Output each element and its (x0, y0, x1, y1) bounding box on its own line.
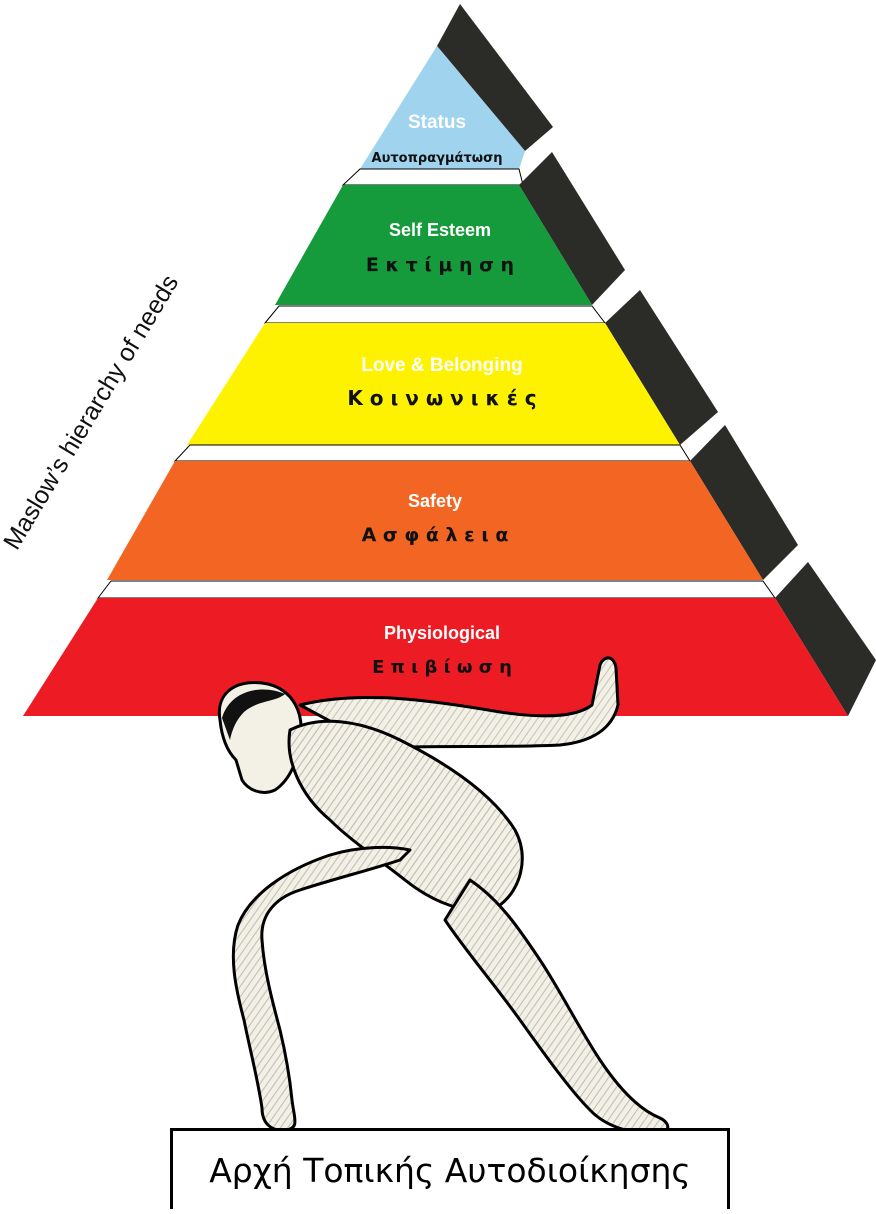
status-front-face (360, 46, 525, 169)
safety-top-strip (173, 444, 691, 462)
safety-front-face (107, 461, 763, 580)
physiological-side-face (775, 562, 876, 716)
footer-title: Αρχή Τοπικής Αυτοδιοίκησης (209, 1150, 691, 1190)
love-belonging-subtitle: Κ ο ι ν ω ν ι κ έ ς (347, 386, 536, 410)
status-side-face (437, 4, 553, 151)
love-belonging-side-face (605, 290, 718, 445)
self-esteem-title: Self Esteem (389, 220, 491, 240)
self-esteem-top-strip (341, 168, 524, 186)
status-title: Status (408, 112, 466, 133)
level-physiological: Physiological Ε π ι β ί ω σ η (23, 562, 876, 716)
self-esteem-side-face (519, 152, 625, 305)
love-belonging-top-strip (263, 305, 607, 324)
status-subtitle: Αυτοπραγμάτωση (372, 151, 503, 166)
atlas-figure-illustration (217, 656, 670, 1136)
safety-side-face (690, 425, 798, 580)
level-status: Status Αυτοπραγμάτωση (360, 4, 553, 169)
level-safety: Safety Α σ φ ά λ ε ι α (107, 425, 798, 580)
physiological-title: Physiological (384, 623, 500, 643)
safety-title: Safety (408, 491, 462, 511)
physiological-front-face (23, 598, 848, 716)
footer-box: Αρχή Τοπικής Αυτοδιοίκησης (170, 1128, 730, 1209)
self-esteem-front-face (275, 185, 592, 305)
physiological-subtitle: Ε π ι β ί ω σ η (372, 657, 512, 678)
level-self-esteem: Self Esteem Ε κ τ ί μ η σ η (275, 152, 625, 305)
self-esteem-subtitle: Ε κ τ ί μ η σ η (366, 254, 514, 276)
love-belonging-title: Love & Belonging (361, 355, 523, 376)
love-belonging-front-face (187, 323, 680, 445)
physiological-top-strip (96, 580, 776, 599)
safety-subtitle: Α σ φ ά λ ε ι α (362, 524, 509, 546)
level-love-belonging: Love & Belonging Κ ο ι ν ω ν ι κ έ ς (187, 290, 718, 445)
